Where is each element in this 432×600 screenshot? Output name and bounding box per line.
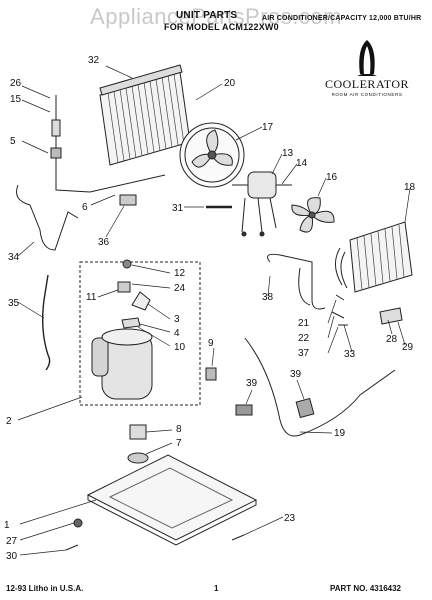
callout: 19 [334, 428, 346, 439]
callout: 36 [98, 237, 110, 248]
callout: 33 [344, 349, 356, 360]
callout: 10 [174, 342, 186, 353]
callout: 12 [174, 268, 186, 279]
brand-logo: COOLERATOR ROOM AIR CONDITIONERS [322, 38, 412, 106]
refrigerant-tubing [267, 253, 326, 310]
callout: 26 [10, 78, 22, 89]
clips [331, 294, 348, 326]
callout: 5 [10, 136, 16, 147]
screw-27 [73, 518, 83, 528]
brand-name: COOLERATOR [324, 77, 410, 91]
mount-grommet [129, 424, 147, 440]
thermostat [50, 95, 166, 193]
fan-blade [179, 122, 245, 188]
callout: 38 [262, 292, 274, 303]
callout: 18 [404, 182, 416, 193]
footer-page-number: 1 [214, 584, 219, 593]
switch-part-b [295, 397, 315, 419]
callout: 2 [6, 416, 12, 427]
bracket-28 [379, 307, 403, 325]
callout: 39 [246, 378, 258, 389]
clip-23 [231, 534, 245, 541]
callout: 7 [176, 438, 182, 449]
callout: 20 [224, 78, 236, 89]
callout: 8 [176, 424, 182, 435]
callout: 24 [174, 283, 186, 294]
callout: 29 [402, 342, 414, 353]
bracket [119, 194, 137, 206]
switch-part [235, 404, 253, 416]
callout: 4 [174, 328, 180, 339]
clip-30 [65, 544, 79, 551]
base-pan [86, 454, 258, 546]
callout: 35 [8, 298, 20, 309]
callout: 17 [262, 122, 274, 133]
callout: 21 [298, 318, 310, 329]
page-title: UNIT PARTS [176, 10, 238, 21]
wiring-harness [244, 337, 396, 437]
callout: 28 [386, 334, 398, 345]
footer-part-number: PART NO. 4316432 [330, 584, 401, 593]
watermark: AppliancePartsPros.com [90, 4, 342, 29]
callout: 14 [296, 158, 308, 169]
condenser-coil [99, 64, 191, 166]
evaporator-coil [335, 221, 413, 293]
callout: 39 [290, 369, 302, 380]
callout: 1 [4, 520, 10, 531]
callout: 11 [86, 292, 97, 303]
blower-wheel [291, 197, 335, 233]
callout: 3 [174, 314, 180, 325]
power-cord [41, 274, 51, 371]
callout: 13 [282, 148, 294, 159]
fitting [205, 367, 217, 381]
callout: 31 [172, 203, 184, 214]
model-subtitle: FOR MODEL ACM122XW0 [164, 22, 279, 32]
brand-tagline: ROOM AIR CONDITIONERS [331, 92, 403, 97]
spacer [127, 452, 149, 464]
callout: 32 [88, 55, 100, 66]
callout: 30 [6, 551, 18, 562]
callout: 16 [326, 172, 338, 183]
callout: 27 [6, 536, 18, 547]
callout: 15 [10, 94, 22, 105]
callout-labels: 1 2 3 4 5 6 7 8 9 10 11 12 13 14 15 16 1… [4, 55, 416, 562]
callout: 37 [298, 348, 310, 359]
compressor [79, 259, 201, 406]
footer-left: 12-93 Litho in U.S.A. [6, 584, 84, 593]
callout: 22 [298, 333, 310, 344]
callout: 6 [82, 202, 88, 213]
penguin-logo-icon [357, 40, 377, 76]
callout: 9 [208, 338, 214, 349]
callout: 23 [284, 513, 296, 524]
leader-lines [17, 65, 411, 556]
drain-tube [16, 184, 79, 251]
callout: 34 [8, 252, 20, 263]
capacity-label: AIR CONDITIONER/CAPACITY 12,000 BTU/HR [262, 15, 422, 22]
fan-motor [232, 171, 292, 237]
